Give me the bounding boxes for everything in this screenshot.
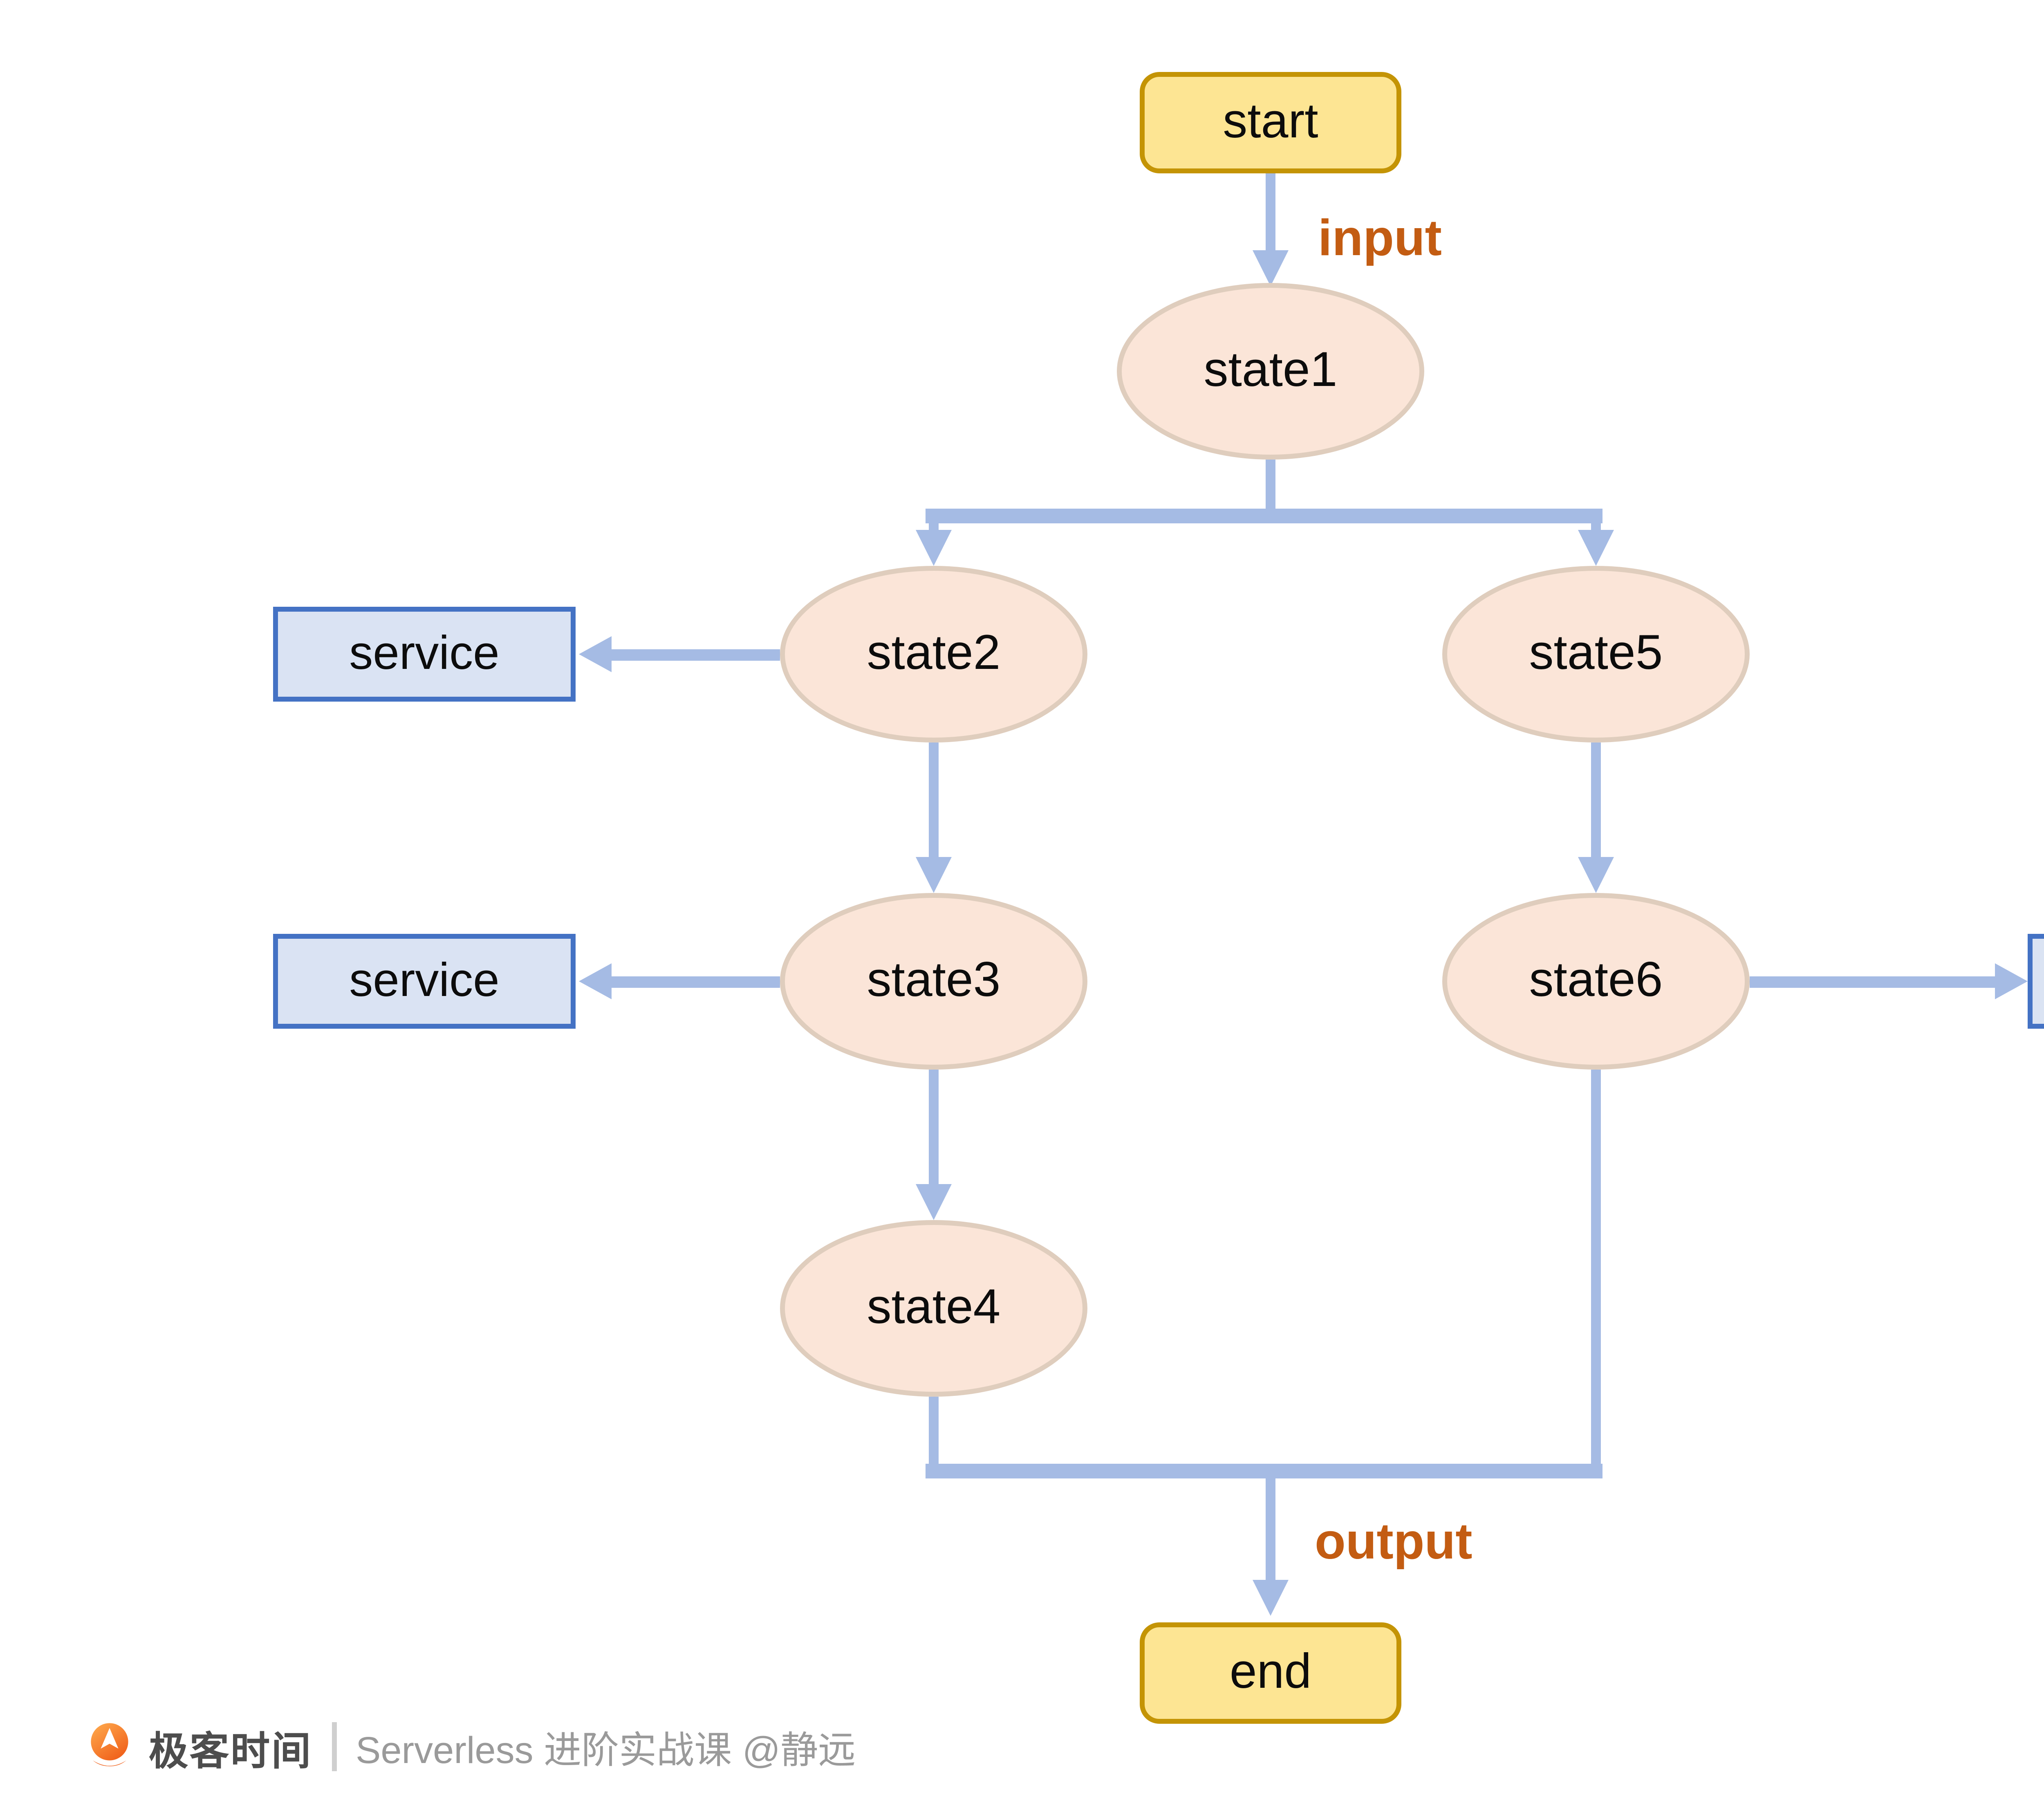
edge-start-state1-shaft xyxy=(1266,173,1275,253)
edge-state1-branch-stem xyxy=(1266,460,1275,509)
node-state5-label: state5 xyxy=(1529,626,1663,680)
branch-horizontal-bar xyxy=(926,509,1602,523)
node-start: start xyxy=(1140,72,1401,173)
edge-label-output: output xyxy=(1315,1513,1472,1570)
edge-state5-state6-shaft xyxy=(1591,742,1601,857)
node-state5: state5 xyxy=(1442,566,1750,742)
edge-state2-state3-arrowhead-icon xyxy=(916,857,952,893)
edge-branch-state2-arrowhead-icon xyxy=(916,530,952,566)
node-state1: state1 xyxy=(1117,283,1424,460)
edge-state5-state6-arrowhead-icon xyxy=(1578,857,1614,893)
footer-divider xyxy=(332,1722,336,1771)
node-state3: state3 xyxy=(780,893,1087,1070)
edge-state3-service-arrowhead-icon xyxy=(579,963,612,999)
node-end: end xyxy=(1140,1622,1401,1724)
edge-state3-service-shaft xyxy=(612,976,780,987)
node-service-right: service xyxy=(2028,934,2044,1029)
edge-merge-end-arrowhead-icon xyxy=(1253,1580,1289,1616)
edge-state2-service-shaft xyxy=(612,648,780,660)
edge-state3-state4-arrowhead-icon xyxy=(916,1184,952,1220)
node-state1-label: state1 xyxy=(1204,343,1338,397)
merge-horizontal-bar xyxy=(926,1464,1602,1478)
node-state6: state6 xyxy=(1442,893,1750,1070)
edge-merge-end-shaft xyxy=(1266,1478,1275,1580)
node-service-left-middle-label: service xyxy=(349,954,500,1007)
node-service-left-top-label: service xyxy=(349,627,500,680)
node-state4-label: state4 xyxy=(867,1281,1001,1335)
node-state4: state4 xyxy=(780,1220,1087,1397)
geektime-logo-icon xyxy=(91,1723,128,1766)
node-state2-label: state2 xyxy=(867,626,1001,680)
node-service-left-top: service xyxy=(273,607,576,702)
node-state2: state2 xyxy=(780,566,1087,742)
edge-label-input: input xyxy=(1318,209,1442,267)
node-start-label: start xyxy=(1223,95,1318,149)
edge-state3-state4-shaft xyxy=(929,1070,939,1184)
edge-start-state1-arrowhead-icon xyxy=(1253,250,1289,286)
node-end-label: end xyxy=(1229,1645,1312,1699)
footer: 极客时间 Serverless 进阶实战课 @静远 xyxy=(85,1717,856,1776)
footer-brand: 极客时间 xyxy=(149,1729,312,1774)
node-state3-label: state3 xyxy=(867,953,1001,1007)
edge-state6-service-shaft xyxy=(1750,976,1995,987)
edge-state4-merge-shaft xyxy=(929,1397,939,1464)
edge-state2-state3-shaft xyxy=(929,742,939,857)
node-state6-label: state6 xyxy=(1529,953,1663,1007)
edge-branch-state5-arrowhead-icon xyxy=(1578,530,1614,566)
edge-state6-service-arrowhead-icon xyxy=(1995,963,2028,999)
edge-state2-service-arrowhead-icon xyxy=(579,636,612,672)
node-service-left-middle: service xyxy=(273,934,576,1029)
edge-state6-merge-shaft xyxy=(1591,1070,1601,1464)
footer-course-title: Serverless 进阶实战课 @静远 xyxy=(356,1729,856,1771)
